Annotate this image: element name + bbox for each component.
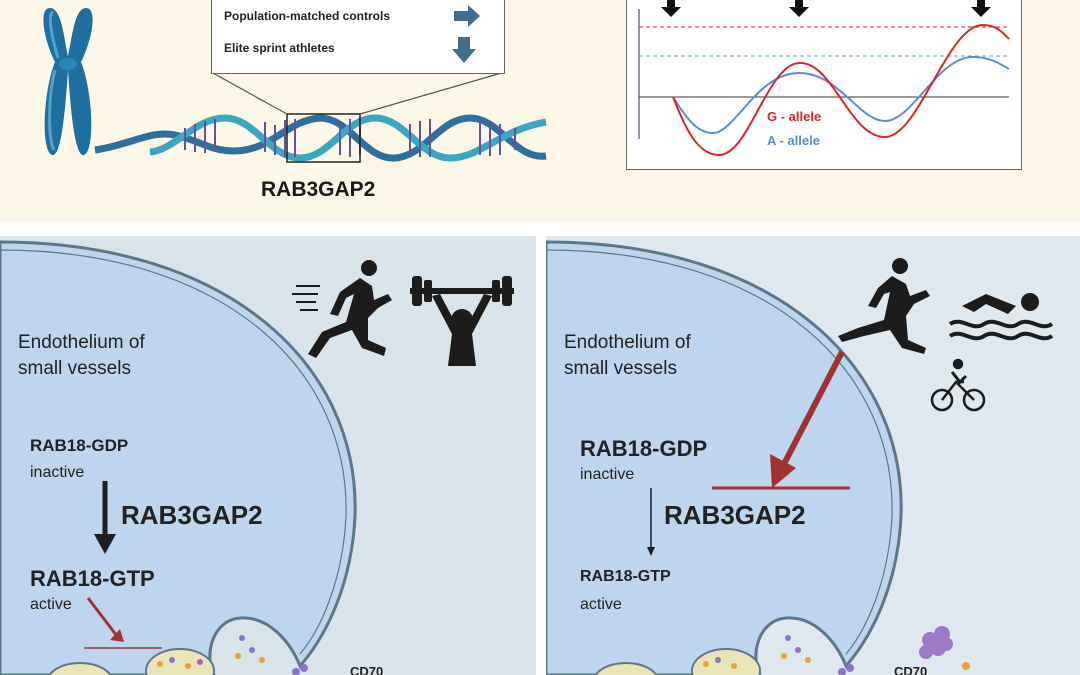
left-cell-illustration	[0, 240, 514, 675]
sprinter-icon	[292, 260, 392, 358]
gene-label: RAB3GAP2	[261, 178, 376, 201]
chromosome-icon	[43, 8, 93, 156]
effect-arrow	[86, 597, 119, 637]
a-allele-label: A - allele	[767, 133, 820, 148]
vesicle	[594, 662, 658, 675]
cyclist-icon	[930, 358, 986, 412]
rab3gap2-label: RAB3GAP2	[664, 500, 806, 530]
cell-membrane	[0, 240, 357, 675]
g-allele-curve	[672, 23, 1010, 157]
tissue-label-line1: Endothelium of	[18, 332, 145, 353]
a-allele-curve	[672, 55, 1010, 135]
allele-expression-graph: G - allele A - allele	[626, 0, 1022, 170]
dna-helix-icon	[94, 114, 547, 162]
zoom-box	[286, 113, 361, 163]
tissue-label-line2: small vessels	[18, 358, 131, 379]
vesicle	[691, 648, 761, 675]
cd70-protein-icon	[919, 626, 953, 659]
cd70-label: CD70	[894, 664, 928, 675]
allele-curves	[638, 0, 1010, 157]
rab18-gtp-label: RAB18-GTP	[30, 566, 155, 591]
genotype-legend: Population-matched controls Elite sprint…	[211, 0, 505, 74]
vesicle-group	[594, 635, 970, 675]
down-arrow-icon	[452, 37, 476, 63]
gtp-state-label: active	[580, 596, 622, 613]
left-panel-sprint: Endothelium of small vessels RAB18-GDP i…	[0, 236, 536, 675]
swimmer-icon	[948, 293, 1054, 341]
g-allele-label: G - allele	[767, 109, 822, 124]
weightlifter-icon	[410, 276, 514, 366]
vesicle	[48, 662, 112, 675]
runner-icon	[838, 258, 930, 354]
vesicle-group	[48, 635, 308, 675]
tissue-label-line2: small vessels	[564, 358, 677, 379]
rab18-gdp-label: RAB18-GDP	[30, 436, 129, 455]
right-panel-endurance: Endothelium of small vessels RAB18-GDP i…	[546, 236, 1080, 675]
gtp-state-label: active	[30, 596, 72, 613]
down-arrow-markers	[661, 0, 991, 17]
top-band: Population-matched controls Elite sprint…	[0, 0, 1080, 222]
cell-membrane	[546, 240, 903, 675]
inhibition-arrow	[781, 350, 845, 466]
rab18-gtp-label: RAB18-GTP	[580, 568, 671, 585]
right-cell-illustration	[546, 240, 1054, 675]
legend-item-athletes: Elite sprint athletes	[224, 41, 335, 55]
gdp-state-label: inactive	[580, 466, 635, 483]
chromosome-dna-illustration	[43, 8, 547, 163]
right-arrow-icon	[454, 5, 480, 27]
vesicle	[145, 648, 215, 675]
rab3gap2-label: RAB3GAP2	[121, 500, 263, 530]
rab18-gdp-label: RAB18-GDP	[580, 436, 708, 461]
tissue-label-line1: Endothelium of	[564, 332, 691, 353]
cd70-label: CD70	[350, 664, 384, 675]
gdp-state-label: inactive	[30, 464, 85, 481]
legend-item-controls: Population-matched controls	[224, 9, 391, 23]
